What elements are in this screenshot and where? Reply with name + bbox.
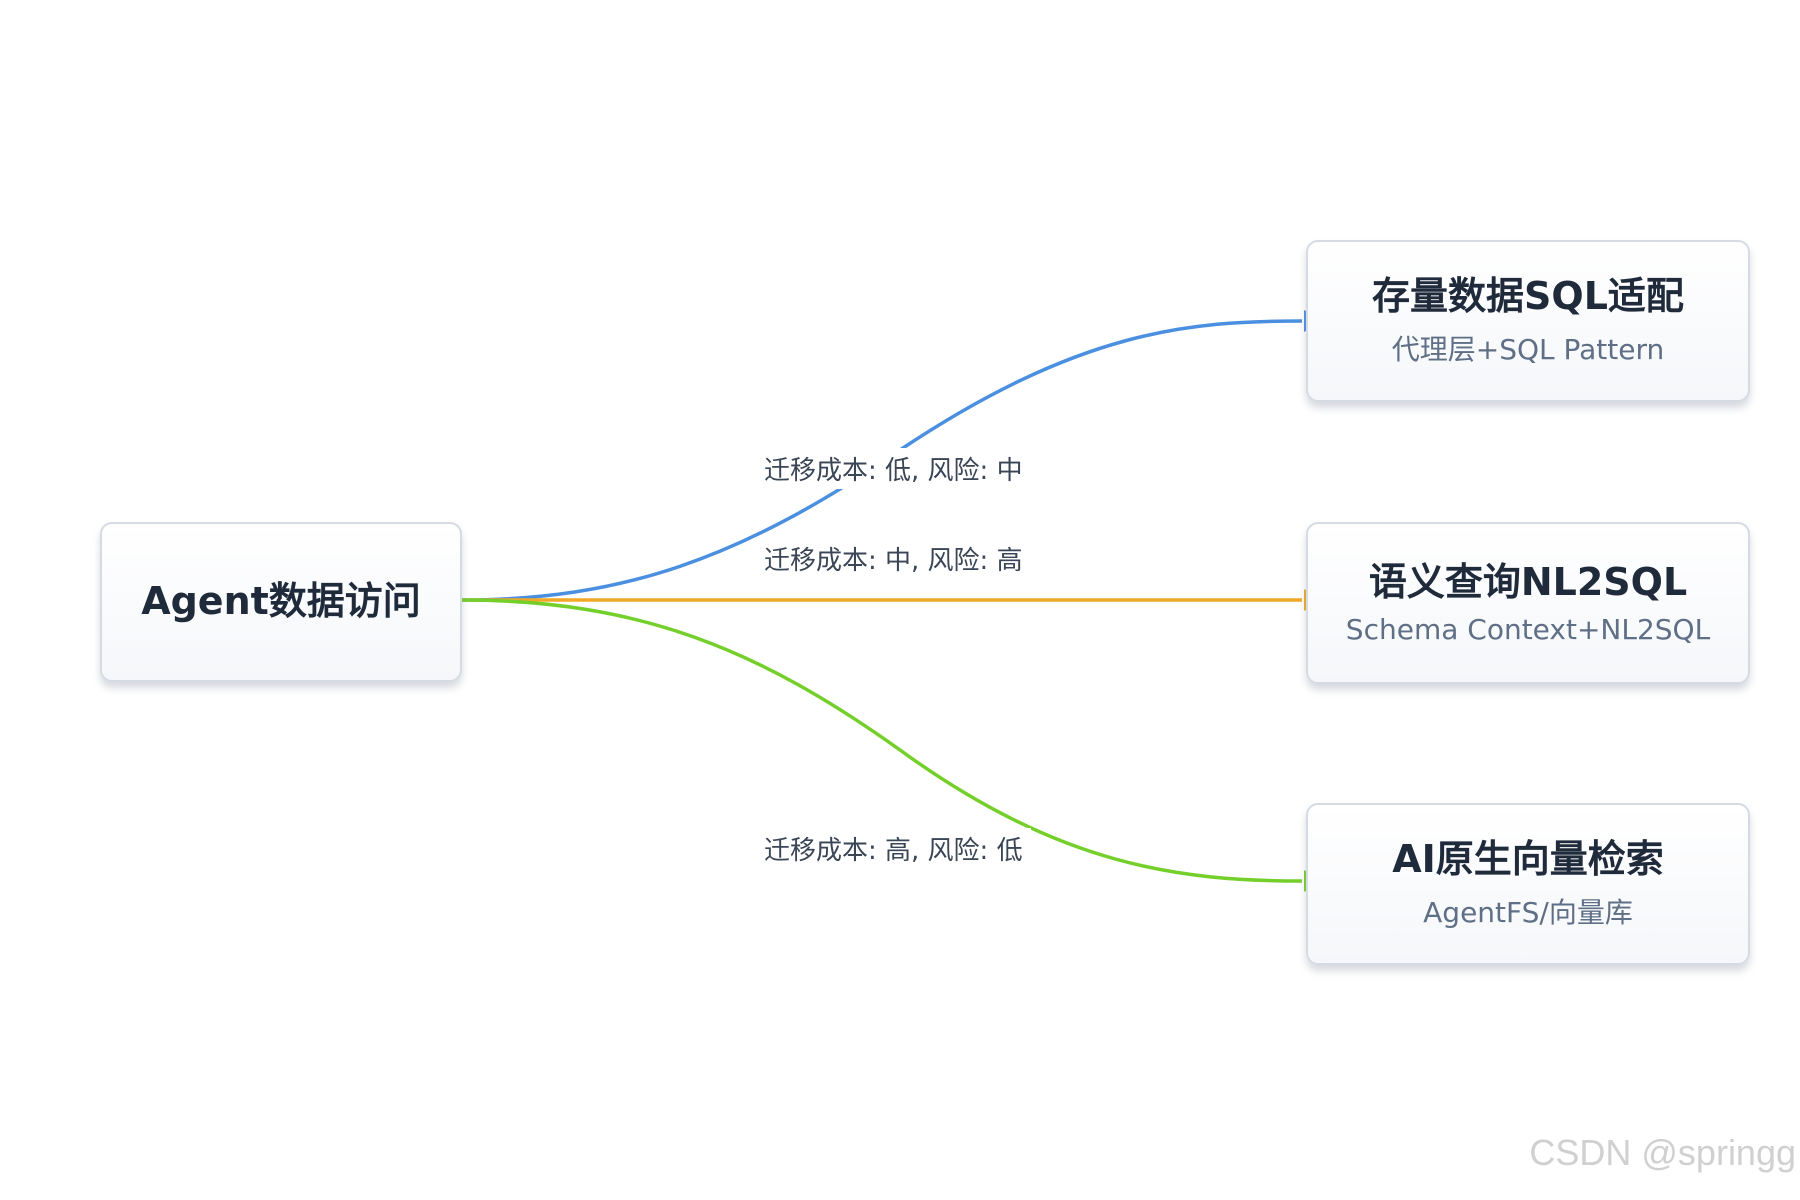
edge-label-vector-search: 迁移成本: 高, 风险: 低 — [756, 828, 1031, 869]
target-node-subtitle: 代理层+SQL Pattern — [1391, 332, 1665, 366]
target-node-sql-adapter: 存量数据SQL适配 代理层+SQL Pattern — [1306, 240, 1750, 402]
source-node: Agent数据访问 — [100, 522, 462, 682]
target-node-vector-search: AI原生向量检索 AgentFS/向量库 — [1306, 803, 1750, 965]
watermark: CSDN @springg — [1529, 1132, 1796, 1173]
target-node-subtitle: Schema Context+NL2SQL — [1345, 613, 1711, 647]
target-node-title: AI原生向量检索 — [1392, 837, 1664, 882]
target-node-subtitle: AgentFS/向量库 — [1423, 895, 1633, 929]
edge-label-nl2sql: 迁移成本: 中, 风险: 高 — [756, 538, 1031, 579]
target-node-nl2sql: 语义查询NL2SQL Schema Context+NL2SQL — [1306, 522, 1750, 684]
source-node-title: Agent数据访问 — [141, 579, 421, 624]
edge-label-sql-adapter: 迁移成本: 低, 风险: 中 — [756, 448, 1031, 489]
target-node-title: 语义查询NL2SQL — [1368, 559, 1688, 604]
edge-vector-search — [461, 598, 1303, 883]
target-node-title: 存量数据SQL适配 — [1372, 274, 1684, 319]
